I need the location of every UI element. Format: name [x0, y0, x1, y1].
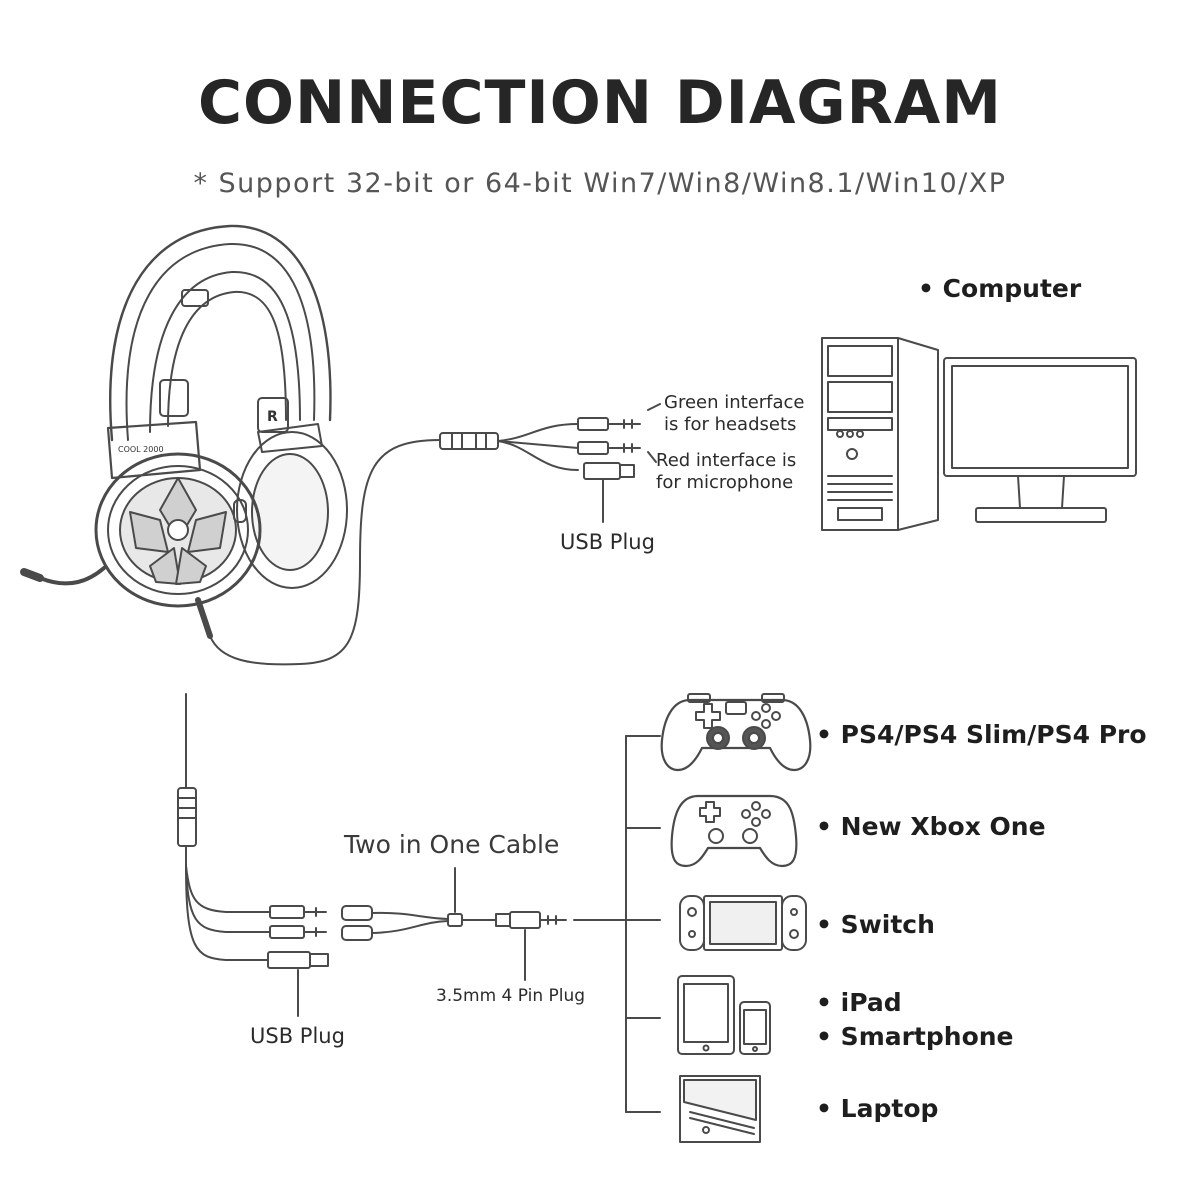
usb-plug-icon: [268, 952, 328, 968]
red-interface-label-line1: Red interface is: [656, 450, 797, 471]
red-interface-label-line2: for microphone: [656, 472, 794, 493]
audio-jack-icon: [270, 906, 326, 938]
computer-tower-icon: [822, 338, 938, 530]
usb-plug-icon: [584, 463, 634, 479]
two-in-one-cable-label: Two in One Cable: [344, 830, 560, 859]
usb-plug-label-top: USB Plug: [560, 530, 655, 554]
bottom-headset-cable: [178, 694, 270, 960]
svg-text:R: R: [267, 409, 278, 425]
two-in-one-cable: [342, 906, 566, 940]
device-label-ps4: • PS4/PS4 Slim/PS4 Pro: [816, 720, 1147, 749]
green-interface-label-line1: Green interface: [664, 392, 805, 413]
computer-label: • Computer: [918, 274, 1082, 303]
device-label-laptop: • Laptop: [816, 1094, 939, 1123]
headset-icon: R COOL 2000: [24, 226, 440, 664]
svg-text:COOL 2000: COOL 2000: [118, 445, 164, 454]
monitor-icon: [944, 358, 1136, 522]
smartphone-icon: [740, 1002, 770, 1054]
callout-lines-top: [603, 404, 660, 522]
device-bracket: [574, 736, 660, 1112]
tablet-icon: [678, 976, 734, 1054]
device-label-ipad: • iPad: [816, 988, 902, 1017]
device-label-smartphone: • Smartphone: [816, 1022, 1014, 1051]
device-label-xbox: • New Xbox One: [816, 812, 1046, 841]
usb-plug-label-bottom: USB Plug: [250, 1024, 345, 1048]
laptop-icon: [680, 1076, 760, 1142]
gamepad-xbox-icon: [672, 796, 797, 866]
device-label-switch: • Switch: [816, 910, 935, 939]
page-title: CONNECTION DIAGRAM: [197, 68, 1002, 138]
green-interface-label-line2: is for headsets: [664, 414, 797, 435]
audio-jack-icon: [578, 418, 640, 454]
pin-plug-label: 3.5mm 4 Pin Plug: [436, 986, 586, 1006]
switch-console-icon: [680, 896, 806, 950]
top-splitter-cable: [440, 424, 578, 470]
os-support-subtitle: * Support 32-bit or 64-bit Win7/Win8/Win…: [193, 168, 1007, 199]
gamepad-ps4-icon: [662, 694, 811, 770]
